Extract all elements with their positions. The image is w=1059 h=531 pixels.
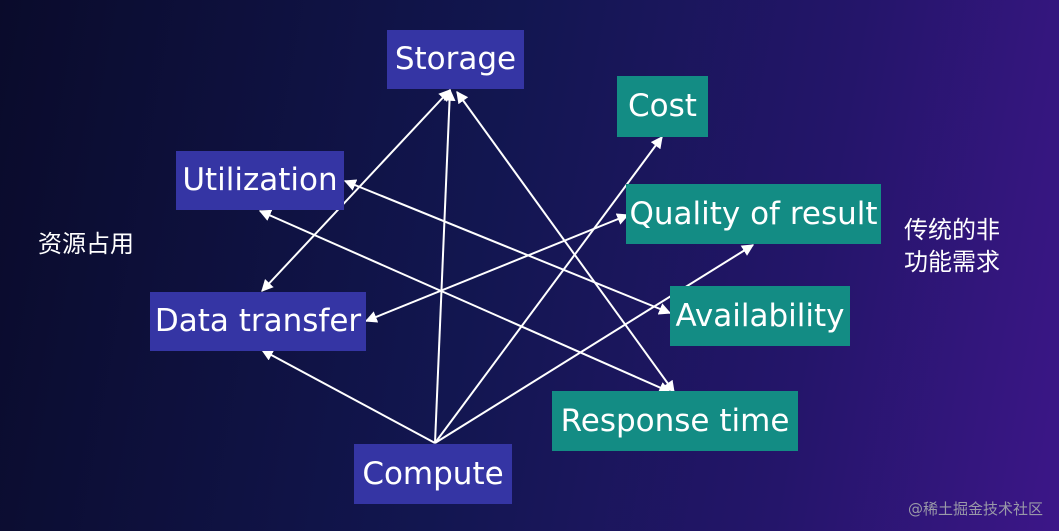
arrow-compute-quality — [434, 244, 755, 444]
storage-box: Storage — [387, 30, 524, 89]
resource-usage-label: 资源占用 — [38, 230, 134, 258]
quality-of-result-box: Quality of result — [626, 184, 881, 244]
data-transfer-box: Data transfer — [150, 292, 366, 351]
compute-box: Compute — [354, 444, 512, 504]
utilization-box: Utilization — [176, 151, 344, 210]
response-time-box: Response time — [552, 391, 798, 451]
watermark: @稀土掘金技术社区 — [907, 500, 1043, 518]
arrow-utilization-availability — [343, 179, 672, 315]
arrow-datatransfer-quality — [364, 213, 630, 323]
availability-box: Availability — [670, 286, 850, 346]
arrow-compute-cost — [434, 136, 663, 444]
arrow-storage-compute — [434, 88, 456, 444]
arrow-compute-datatransfer — [260, 349, 436, 444]
arrow-utilization-responsetime — [258, 209, 672, 394]
cost-box: Cost — [617, 76, 708, 137]
nonfunctional-requirements-label: 传统的非功能需求 — [904, 216, 1000, 276]
